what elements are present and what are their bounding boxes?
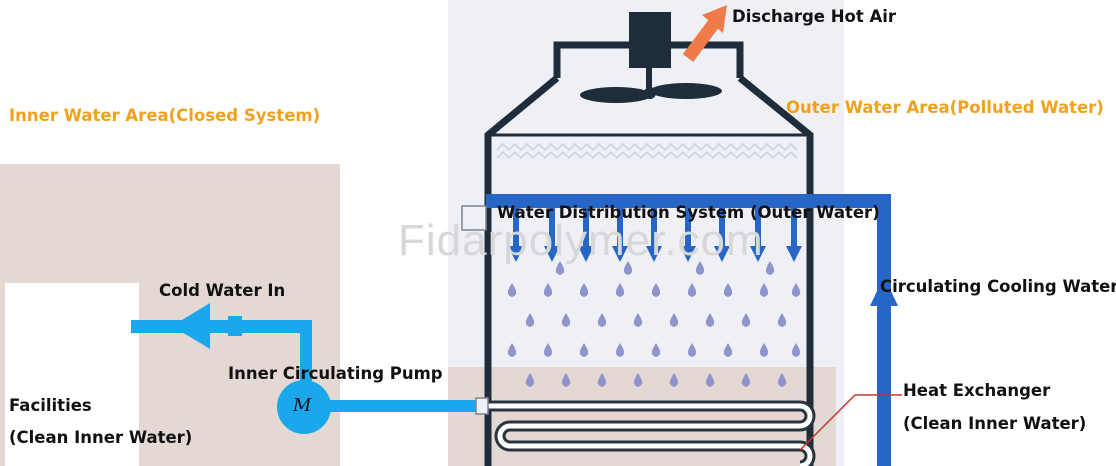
facilities-sublabel: (Clean Inner Water) (9, 428, 193, 447)
watermark: Fidarpolymer.com (398, 216, 764, 265)
discharge-label: Discharge Hot Air (732, 7, 897, 26)
water-droplet (741, 373, 751, 387)
water-droplet (669, 313, 679, 327)
facilities-box (5, 283, 139, 466)
fan-shaft (646, 66, 652, 88)
heat-exchanger-sublabel: (Clean Inner Water) (903, 414, 1087, 433)
water-droplet (623, 261, 633, 275)
cold-water-arrow (172, 303, 210, 349)
pipe-flange (475, 397, 489, 415)
hot-air-arrow (682, 5, 727, 62)
water-droplet (525, 373, 535, 387)
water-droplet (723, 343, 733, 357)
distribution-label: Water Distribution System (Outer Water) (497, 203, 880, 222)
water-droplet (555, 261, 565, 275)
water-droplet (633, 313, 643, 327)
water-droplet (669, 373, 679, 387)
water-droplet (615, 343, 625, 357)
water-droplet (759, 343, 769, 357)
water-droplet (579, 283, 589, 297)
inner-area-label: Inner Water Area(Closed System) (9, 106, 321, 125)
water-droplet (525, 313, 535, 327)
water-droplet (507, 343, 517, 357)
fan-blade-right (650, 83, 722, 99)
distribution-nozzles (508, 208, 802, 262)
distribution-flange (461, 205, 487, 231)
water-droplet (723, 283, 733, 297)
water-droplet (651, 343, 661, 357)
fan-hub (644, 87, 656, 99)
fan-motor (629, 12, 671, 68)
water-droplet (615, 283, 625, 297)
water-droplets (507, 261, 801, 387)
water-droplet (759, 283, 769, 297)
outer-area-label: Outer Water Area(Polluted Water) (786, 98, 1104, 117)
water-droplet (633, 373, 643, 387)
water-droplet (543, 343, 553, 357)
water-droplet (695, 261, 705, 275)
water-droplet (741, 313, 751, 327)
heat-exchanger-label: Heat Exchanger (903, 381, 1051, 400)
water-droplet (597, 313, 607, 327)
water-droplet (765, 261, 775, 275)
water-droplet (597, 373, 607, 387)
pump-circle (277, 380, 331, 434)
pump-motor-symbol: M (293, 395, 312, 416)
water-droplet (791, 283, 801, 297)
water-droplet (651, 283, 661, 297)
fan-blade-left (580, 87, 652, 103)
water-droplet (561, 373, 571, 387)
water-droplet (705, 313, 715, 327)
water-droplet (791, 343, 801, 357)
water-droplet (777, 373, 787, 387)
water-droplet (687, 343, 697, 357)
water-droplet (579, 343, 589, 357)
water-droplet (507, 283, 517, 297)
heat-exchanger-coil-inner (487, 403, 813, 466)
water-droplet (561, 313, 571, 327)
inner-water-pipe (131, 303, 488, 412)
cold-water-label: Cold Water In (159, 281, 286, 300)
drift-eliminator (496, 142, 798, 160)
water-droplet (543, 283, 553, 297)
water-droplet (777, 313, 787, 327)
heat-exchanger-leader (799, 394, 902, 451)
outer-water-pipe (486, 194, 898, 466)
pump-label: Inner Circulating Pump (228, 364, 443, 383)
water-droplet (687, 283, 697, 297)
facilities-label: Facilities (9, 396, 92, 415)
water-droplet (705, 373, 715, 387)
circulating-label: Circulating Cooling Water (880, 277, 1116, 296)
